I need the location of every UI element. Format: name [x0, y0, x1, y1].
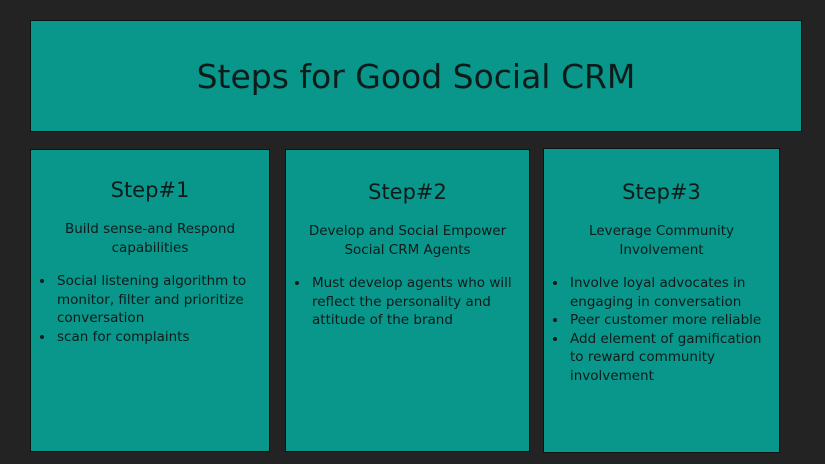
bullet: Social listening algorithm to monitor, f… [55, 272, 261, 328]
step-subtitle: Leverage Community Involvement [588, 223, 734, 258]
bullet: Peer customer more reliable [568, 311, 771, 330]
bullet: Add element of gamification to reward co… [568, 330, 771, 386]
step-3-box: Step#3 Leverage Community Involvement In… [543, 148, 780, 453]
step-heading: Step#1 [110, 178, 190, 202]
step-bullets: Social listening algorithm to monitor, f… [31, 272, 261, 346]
bullet: Must develop agents who will reflect the… [310, 274, 521, 330]
bullet: Involve loyal advocates in engaging in c… [568, 274, 771, 311]
slide-title: Steps for Good Social CRM [30, 20, 802, 132]
step-heading: Step#2 [368, 180, 447, 204]
step-2-box: Step#2 Develop and Social Empower Social… [285, 149, 530, 452]
step-subtitle: Build sense-and Respond capabilities [64, 221, 236, 256]
step-bullets: Involve loyal advocates in engaging in c… [544, 274, 771, 385]
step-subtitle: Develop and Social Empower Social CRM Ag… [308, 223, 507, 258]
bullet: scan for complaints [55, 328, 261, 347]
step-heading: Step#3 [622, 180, 701, 204]
step-bullets: Must develop agents who will reflect the… [286, 274, 521, 330]
step-1-box: Step#1 Build sense-and Respond capabilit… [30, 149, 270, 452]
